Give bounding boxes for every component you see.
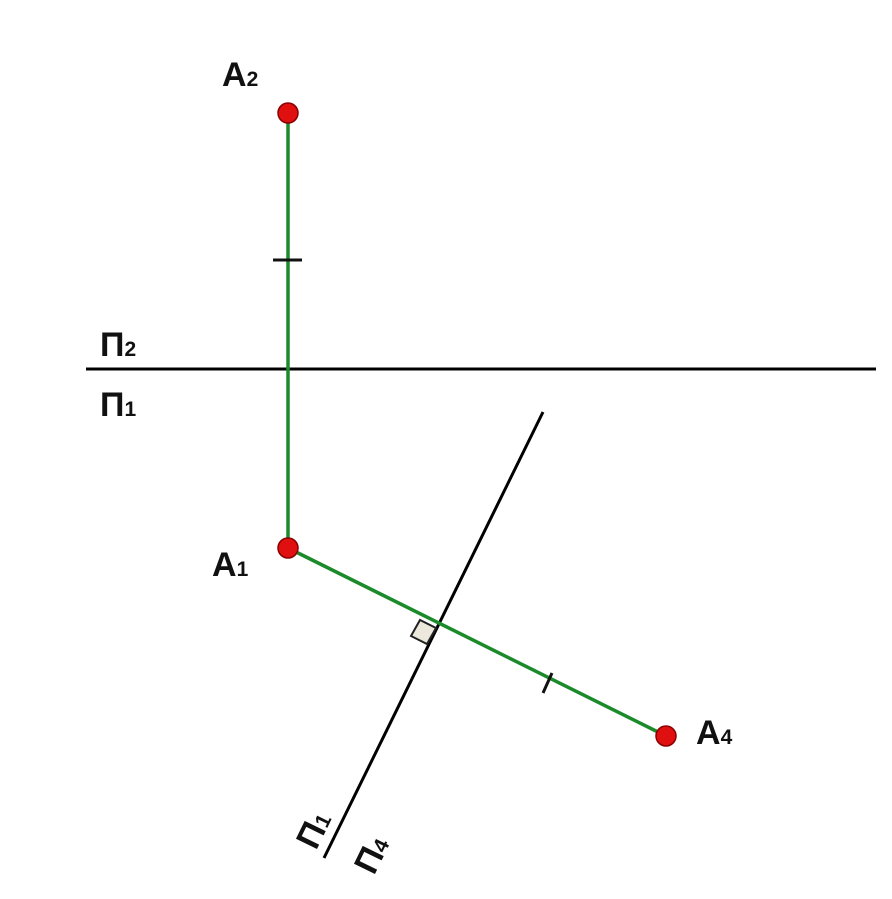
label-plane-p2: П2 xyxy=(100,326,136,364)
label-plane-p1-slanted: П1 xyxy=(289,805,339,854)
label-a2: A2 xyxy=(222,56,258,94)
point-a1-marker xyxy=(277,537,299,559)
label-plane-p1: П1 xyxy=(100,386,136,424)
label-a1: A1 xyxy=(212,546,249,584)
point-a4-marker xyxy=(655,725,677,747)
right-angle-mark xyxy=(409,618,438,646)
label-plane-p4-slanted: П4 xyxy=(347,830,397,879)
distance-tick-mark xyxy=(541,672,554,694)
projection-link-a1-a4 xyxy=(287,546,667,738)
label-a4: A4 xyxy=(696,714,733,752)
point-a2-marker xyxy=(277,102,299,124)
axis-line-p1-p4 xyxy=(322,411,545,859)
